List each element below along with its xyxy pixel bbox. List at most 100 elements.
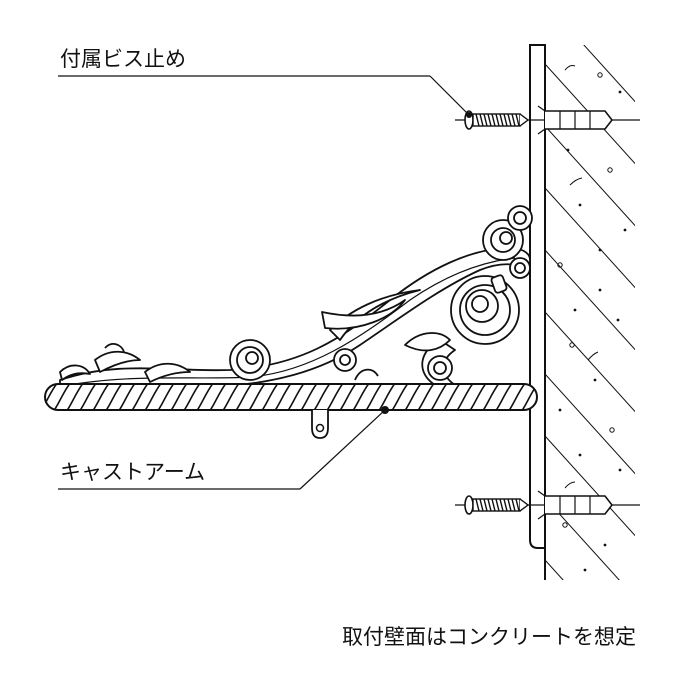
concrete-speckle [587,351,599,361]
wall-hatch-line [545,311,635,413]
thread-line [491,498,496,512]
arm-label: キャストアーム [60,460,205,484]
rope-twist [286,384,306,410]
concrete-speckle [578,203,582,207]
rope-twist [299,384,319,410]
thread-line [479,498,484,512]
rope-twist [65,384,85,410]
concrete-speckle [562,522,568,528]
rope-twist [403,384,423,410]
wall-anchor [537,490,614,520]
rope-twist [104,384,124,410]
thread-line [495,498,500,512]
concrete-speckle [597,72,603,78]
concrete-speckle [623,228,627,232]
screw-top [455,105,640,135]
thread-line [503,498,508,512]
thread-line [499,113,504,127]
base-plate [529,44,546,549]
concrete-speckle [598,248,602,252]
rope-twist [338,384,358,410]
concrete-speckle [578,453,582,457]
rope-twist [364,384,384,410]
concrete-speckle [609,427,615,433]
rope-twist [429,384,449,410]
thread-line [515,113,520,127]
rope-twist [195,384,215,410]
rope-twist [390,384,410,410]
screw-leader [58,75,472,118]
cast-arm-rope [44,383,538,411]
concrete-speckle [583,568,587,572]
concrete-speckle [616,318,620,322]
rope-twist [442,384,462,410]
rope-twist [208,384,228,410]
concrete-speckle [607,167,613,173]
wall-hatch-line [545,187,635,289]
wall-hatch-line [545,559,564,580]
concrete-speckle [573,308,577,312]
thread-line [491,113,496,127]
rope-twist [247,384,267,410]
wall-hatch-line [545,0,640,45]
rope-twist [494,384,514,410]
wall-anchor [537,105,614,135]
concrete-speckle [618,468,622,472]
arm-leader [58,406,389,490]
thread-line [487,113,492,127]
rope-twist [169,384,189,410]
concrete-speckle [618,90,622,94]
rope-twist [507,384,527,410]
rope-twist [130,384,150,410]
concrete-speckle [566,148,570,152]
thread-line [511,498,516,512]
thread-line [511,113,516,127]
thread-line [503,113,508,127]
screw-label: 付属ビス止め [60,47,186,71]
thread-line [483,113,488,127]
rope-twist [143,384,163,410]
rope-twist [234,384,254,410]
thread-line [487,498,492,512]
rope-twist [182,384,202,410]
rope-twist [520,384,537,410]
wall-hatch-line [545,497,620,580]
rope-twist [468,384,488,410]
thread-line [495,113,500,127]
concrete-speckle [593,378,597,382]
wall-hatch-line [545,373,635,475]
concrete-speckle [569,342,575,348]
rope-twist [377,384,397,410]
rope-twist [455,384,475,410]
screw-thread [475,113,520,127]
screw-thread [475,498,520,512]
rope-twist [117,384,137,410]
hanging-hook [311,410,329,439]
concrete-wall [544,0,640,592]
concrete-speckle [564,65,576,71]
thread-line [483,498,488,512]
rope-twist [221,384,241,410]
rope-twist [312,384,332,410]
rope-twist [156,384,176,410]
wall-hatch-line [545,125,635,227]
concrete-speckle [603,543,607,547]
rope-twist [416,384,436,410]
concrete-speckle [618,588,622,592]
concrete-speckle [558,408,562,412]
rope-twist [351,384,371,410]
thread-line [475,113,480,127]
concrete-speckle [564,481,576,489]
concrete-speckle [557,262,563,268]
concrete-speckle [598,288,602,292]
wall-hatch-line [583,45,635,103]
thread-line [479,113,484,127]
rope-twist [91,384,111,410]
wall-caption: 取付壁面はコンクリートを想定 [342,625,636,649]
rope-twist [481,384,501,410]
rope-twist [78,384,98,410]
rope-twist [45,384,59,410]
thread-line [499,498,504,512]
thread-line [515,498,520,512]
